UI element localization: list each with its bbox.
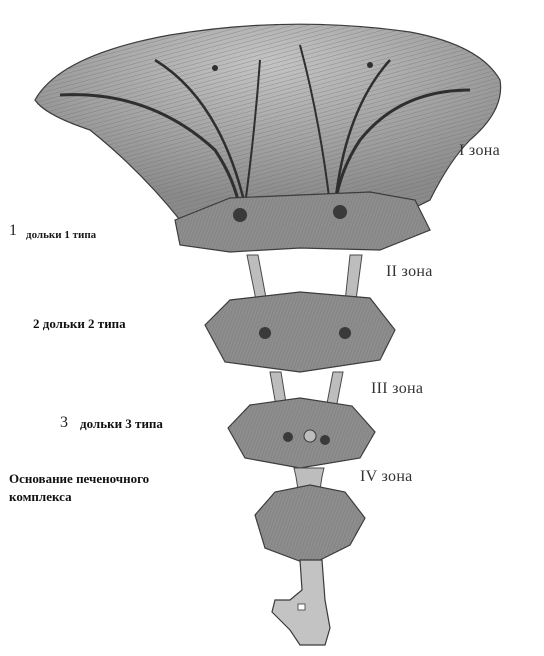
zone-2-label: II зона <box>386 263 433 281</box>
zone-1-label: I зона <box>459 142 500 160</box>
zone-4-label: IV зона <box>360 468 413 486</box>
base-label-line-1: Основание печеночного <box>9 471 149 487</box>
lobule-type-3-number: 3 <box>60 414 68 432</box>
lobule-tier-3 <box>228 398 375 468</box>
lobule-tier-2 <box>205 292 395 372</box>
base-label-line-2: комплекса <box>9 489 72 505</box>
lobule-type-2-label: 2 дольки 2 типа <box>33 316 126 332</box>
zone-3-label: III зона <box>371 380 423 398</box>
lobule-type-1-label: дольки 1 типа <box>26 229 96 241</box>
hepatic-trunk <box>272 560 330 645</box>
lobule-type-1-number: 1 <box>9 222 17 240</box>
base-disc <box>255 485 365 565</box>
lobule-type-3-label: дольки 3 типа <box>80 416 163 432</box>
zone-1-fan <box>35 24 501 220</box>
